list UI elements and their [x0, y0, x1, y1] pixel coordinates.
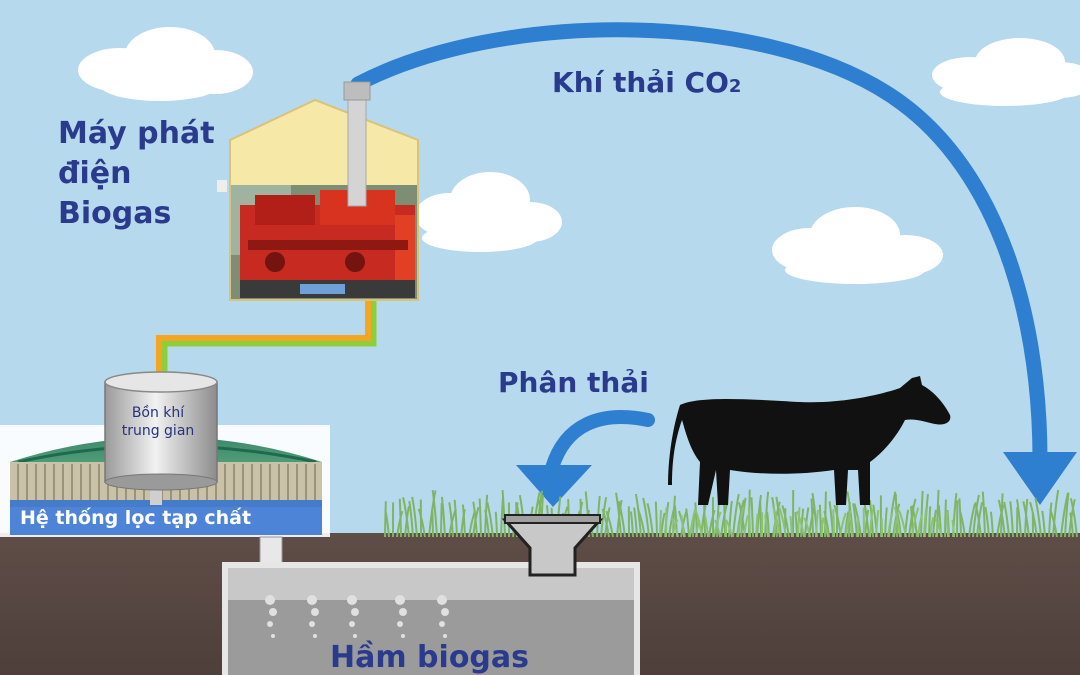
cloud	[415, 172, 562, 252]
biogas-digester	[222, 514, 640, 675]
clouds	[78, 27, 1080, 284]
cloud	[932, 38, 1080, 106]
generator-label-line: Máy phát	[58, 116, 215, 151]
manure-arrow	[545, 410, 655, 475]
co2-arrow-head	[1003, 452, 1077, 505]
gas-pipe-green	[158, 300, 377, 380]
cloud	[772, 207, 943, 284]
manure-label: Phân thải	[498, 366, 649, 399]
generator-label: Máy phát điện Biogas	[58, 114, 215, 234]
co2-label-subscript: 2	[728, 76, 742, 97]
digester-label: Hầm biogas	[330, 640, 529, 675]
filter-label: Hệ thống lọc tạp chất	[20, 507, 252, 529]
co2-arrow	[350, 22, 1048, 468]
gas-pipe-orange	[156, 300, 371, 380]
generator-label-line: điện	[58, 156, 132, 191]
tank-label: Bồn khí trung gian	[110, 404, 206, 440]
chimney-cap	[343, 81, 371, 101]
co2-label-main: Khí thải CO	[552, 66, 729, 99]
grass-front	[659, 505, 955, 538]
intermediate-gas-tank	[104, 371, 218, 491]
generator-house	[217, 98, 419, 301]
tank-label-line: Bồn khí	[131, 405, 185, 421]
manure-arrow-head	[516, 465, 592, 507]
generator-label-line: Biogas	[58, 196, 172, 231]
tank-label-line: trung gian	[121, 423, 195, 439]
chimney	[347, 95, 367, 207]
cow-silhouette	[668, 376, 951, 505]
co2-label: Khí thải CO2	[552, 66, 741, 99]
cloud	[78, 27, 253, 101]
